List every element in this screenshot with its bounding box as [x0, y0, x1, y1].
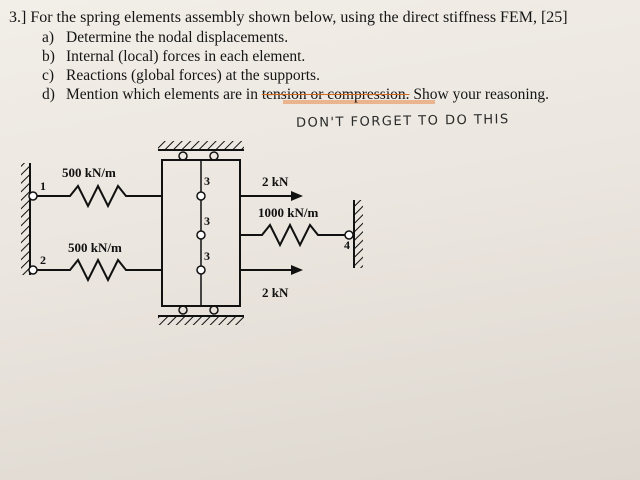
top-fixed-support: [158, 141, 244, 161]
spring-element-right: [196, 222, 354, 248]
question-part-d: d) Mention which elements are in tension …: [42, 86, 549, 104]
node-3-bottom-marker: [196, 265, 206, 275]
force-label-top: 2 kN: [262, 174, 289, 189]
force-arrow-top: [240, 191, 303, 201]
part-label: b): [42, 48, 55, 65]
node-label-3-top: 3: [204, 174, 210, 188]
stiffness-label-bottom-left: 500 kN/m: [68, 240, 122, 255]
node-label-3-middle: 3: [204, 214, 210, 228]
node-label-3-bottom: 3: [204, 249, 210, 263]
question-part-b: b) Internal (local) forces in each elemen…: [42, 48, 305, 66]
question-title: 3.] For the spring elements assembly sho…: [9, 9, 568, 26]
force-label-bottom: 2 kN: [262, 285, 289, 300]
stiffness-label-right: 1000 kN/m: [258, 205, 318, 220]
stiffness-label-top-left: 500 kN/m: [62, 165, 116, 180]
part-label: a): [42, 29, 55, 46]
bottom-fixed-support: [158, 305, 244, 325]
question-part-c: c) Reactions (global forces) at the suppo…: [42, 67, 320, 85]
spring-element-bottom-left: [28, 257, 162, 283]
left-wall-support: [21, 163, 31, 275]
right-wall-support: [353, 200, 363, 268]
node-label-1: 1: [40, 179, 46, 193]
part-text: Reactions (global forces) at the support…: [66, 67, 320, 84]
node-label-2: 2: [40, 253, 46, 267]
part-text: Internal (local) forces in each element.: [66, 48, 306, 65]
spring-element-top-left: [28, 183, 162, 209]
part-label: c): [42, 67, 55, 84]
highlighter-mark: [283, 100, 435, 104]
force-arrow-bottom: [240, 265, 303, 275]
question-part-a: a) Determine the nodal displacements.: [42, 29, 288, 47]
part-text: Mention which elements are in: [66, 86, 262, 103]
node-label-4: 4: [344, 238, 350, 252]
part-label: d): [42, 86, 55, 103]
part-text: Determine the nodal displacements.: [66, 29, 289, 46]
part-text-end: Show your reasoning.: [409, 86, 550, 103]
node-3-top-marker: [196, 191, 206, 201]
struck-text: tension or compression.: [261, 86, 410, 103]
